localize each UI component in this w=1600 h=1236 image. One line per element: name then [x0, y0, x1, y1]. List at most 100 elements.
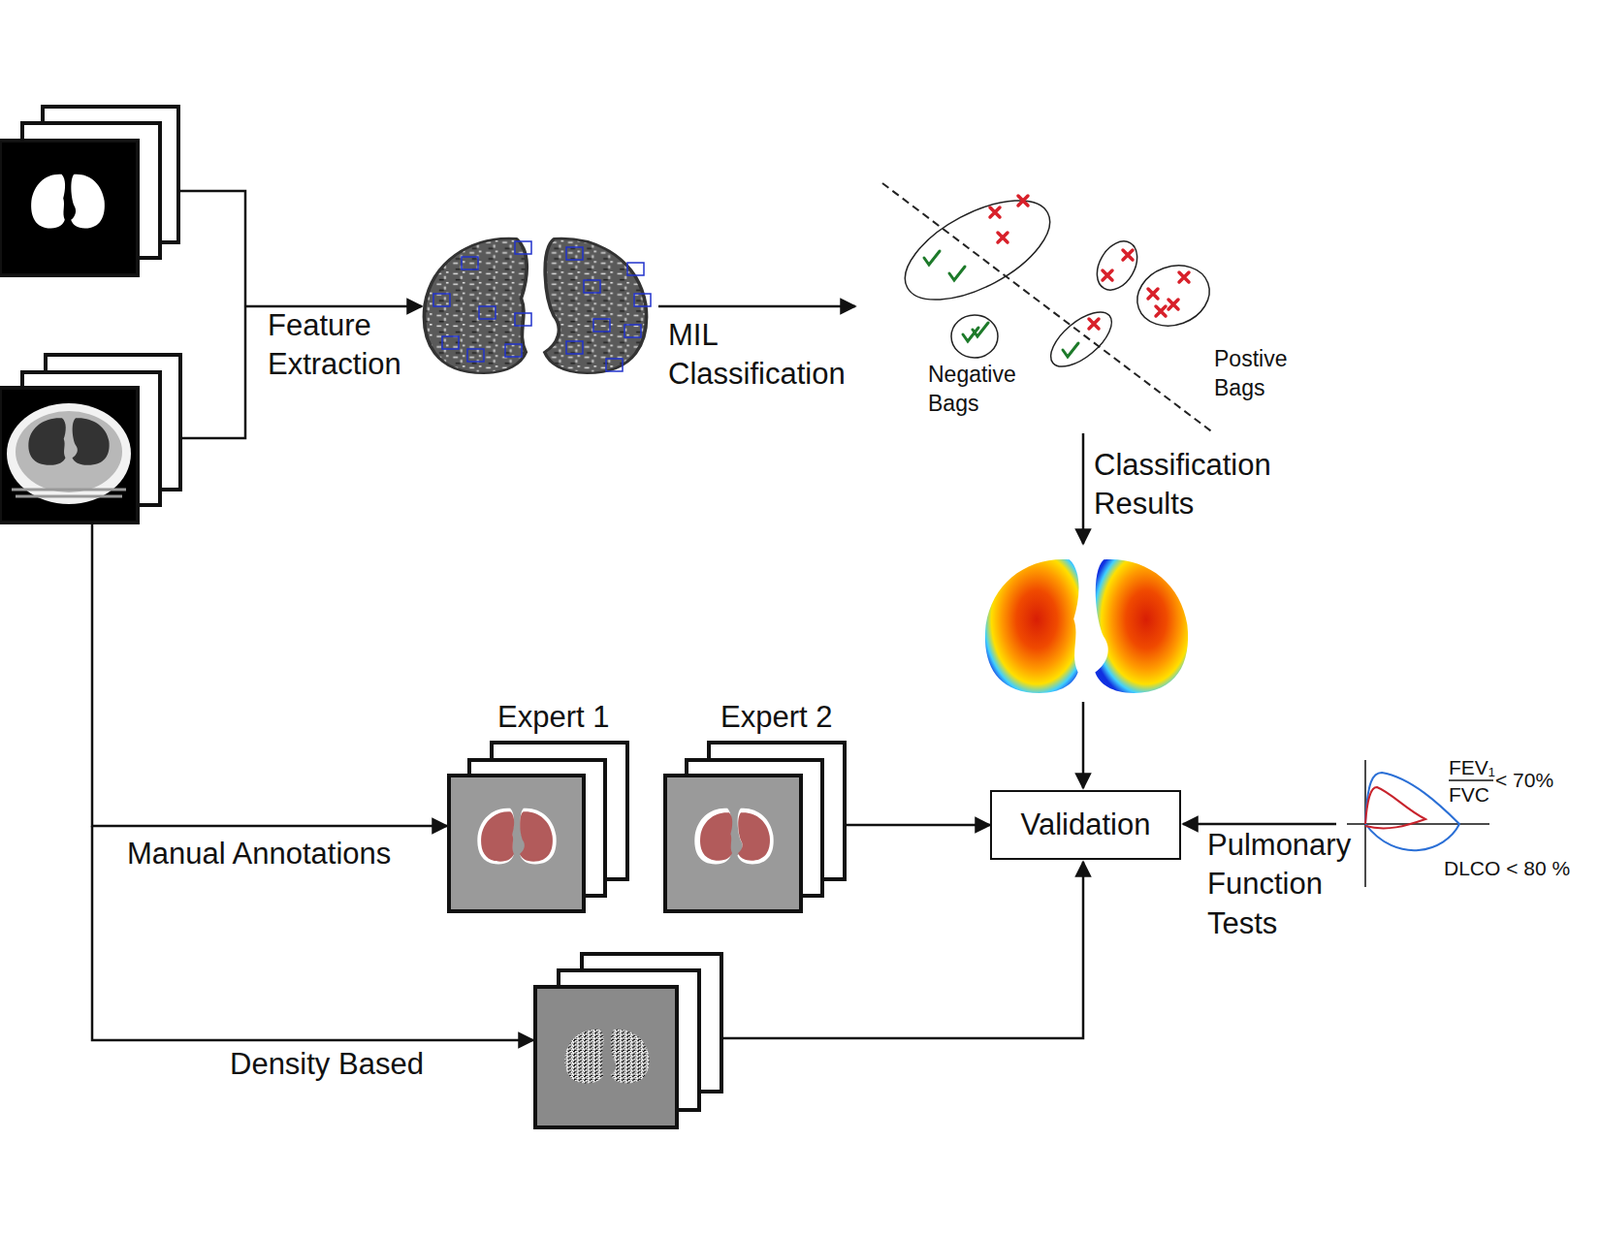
ct-stack [0, 387, 138, 523]
positive-instance [1088, 319, 1099, 329]
heatmap-image [985, 559, 1080, 694]
ct-stack [15, 411, 123, 493]
texture-image [514, 313, 532, 326]
density-stack [610, 1029, 650, 1085]
annotation-stack [477, 808, 514, 865]
annotation-stack [700, 812, 733, 862]
positive-instance [997, 232, 1008, 243]
negative-instance [972, 322, 989, 337]
flow-volume-plot [1365, 772, 1460, 851]
box-label: Validation [1021, 807, 1152, 843]
ct-stack [6, 403, 131, 505]
negative-instance [924, 251, 940, 265]
connector-line [1183, 823, 1337, 827]
texture-image [583, 280, 601, 293]
arrow-label: FVC [1448, 781, 1490, 808]
negative-instance [949, 266, 965, 281]
positive-instance [1168, 299, 1179, 310]
annotation-stack [665, 742, 845, 912]
positive-instance [1179, 272, 1189, 283]
stack-title: Expert 1 [497, 700, 628, 736]
mask-stack [31, 174, 65, 229]
connector-line [1082, 702, 1086, 789]
positive-instance [1122, 250, 1133, 260]
annotation-stack [519, 808, 556, 865]
texture-image [514, 241, 532, 255]
negative-instance [1062, 343, 1079, 357]
annotation-stack [736, 808, 773, 865]
annotation-stack: Expert 1 [448, 700, 628, 912]
flow-volume-plot [1448, 779, 1494, 782]
heatmap-image [985, 559, 1188, 694]
annotation-stack: Expert 2 [665, 700, 845, 912]
mil-scatter [1088, 234, 1146, 298]
texture-image [566, 341, 583, 354]
arrow-label: Density Based [229, 1045, 424, 1085]
annotation-stack [480, 811, 514, 862]
texture-image [433, 241, 651, 372]
arrow-label: Negative Bags [928, 360, 1035, 419]
arrow-label: Feature Extraction [267, 306, 462, 385]
texture-image [627, 262, 644, 276]
mask-stack [0, 106, 179, 276]
positive-instance [1155, 306, 1166, 317]
texture-image [606, 358, 623, 372]
arrow-label: Pulmonary Function Tests [1207, 826, 1363, 944]
mil-scatter [1041, 302, 1120, 377]
flow-volume-plot [1365, 787, 1426, 829]
process-box: Validation [990, 790, 1182, 861]
ct-stack [72, 417, 110, 466]
texture-image [461, 256, 479, 270]
texture-image [479, 306, 496, 320]
texture-image [505, 344, 522, 357]
ct-stack [11, 489, 127, 497]
positive-instance [1148, 288, 1158, 299]
connector-line [245, 305, 422, 309]
annotation-stack [737, 812, 770, 862]
arrow-label: Manual Annotations [127, 834, 391, 874]
stack-title: Expert 2 [720, 700, 845, 736]
positive-instance [990, 207, 1000, 218]
arrow-label: < 70% [1495, 767, 1554, 794]
positive-instance [1018, 195, 1028, 206]
connector-line [92, 191, 1337, 1041]
mil-scatter [890, 180, 1065, 320]
mask-stack [0, 140, 138, 276]
mil-scatter [890, 180, 1218, 377]
arrow-label: FEV₁ [1448, 754, 1496, 781]
mil-scatter [882, 180, 1218, 434]
ct-stack [28, 417, 65, 466]
annotation-stack [519, 811, 553, 862]
annotation-stack [665, 775, 801, 912]
texture-image [423, 238, 651, 374]
density-stack [535, 987, 677, 1128]
ct-stack [0, 354, 181, 523]
texture-image [593, 319, 610, 332]
annotation-stack [448, 775, 584, 912]
texture-image [442, 336, 459, 350]
heatmap-image [1094, 559, 1188, 694]
arrow-label: Classification Results [1093, 446, 1308, 525]
texture-image [566, 247, 583, 260]
arrow-label: Postive Bags [1214, 345, 1321, 404]
texture-image [467, 349, 484, 362]
connector-line [92, 522, 448, 827]
mil-scatter [1128, 256, 1218, 336]
mask-stack [70, 174, 105, 229]
texture-image [423, 238, 527, 374]
density-stack [564, 1029, 604, 1085]
density-stack [535, 954, 722, 1128]
positive-instance [1102, 270, 1113, 281]
connector-arrow [844, 824, 991, 828]
mil-scatter [951, 315, 998, 358]
connector-line [1082, 433, 1086, 544]
mil-scatter [882, 183, 1215, 434]
connector-line [658, 305, 856, 309]
texture-image [634, 293, 651, 307]
texture-image [433, 293, 450, 307]
annotation-stack [448, 742, 628, 912]
texture-image [624, 324, 641, 338]
arrow-label: DLCO < 80 % [1443, 855, 1570, 882]
